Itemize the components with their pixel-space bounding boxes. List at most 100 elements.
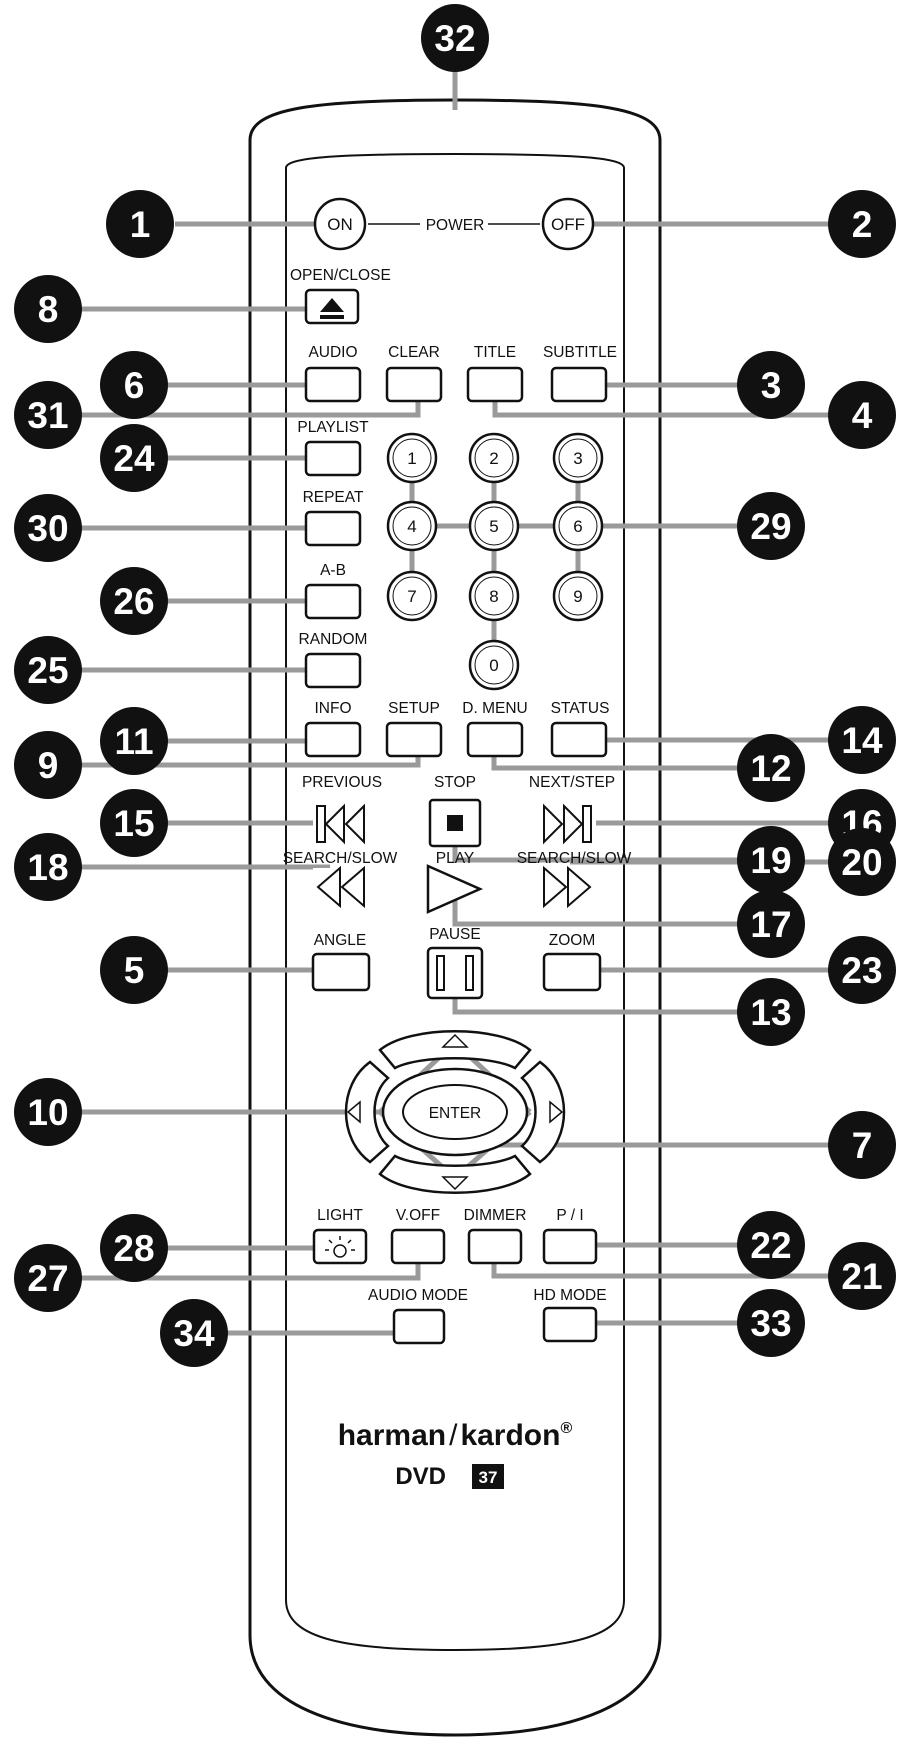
nav-right-button[interactable] xyxy=(520,1060,566,1164)
digit-9-label: 9 xyxy=(573,587,582,606)
status-label: STATUS xyxy=(551,700,610,717)
digit-3-label: 3 xyxy=(573,449,582,468)
open-close-button[interactable] xyxy=(304,288,360,325)
nav-left-button[interactable] xyxy=(344,1060,390,1164)
arrow-left-icon xyxy=(346,1100,361,1124)
svg-text:27: 27 xyxy=(27,1258,68,1299)
angle-label: ANGLE xyxy=(314,932,367,949)
info-button[interactable] xyxy=(304,721,362,758)
audio-mode-button[interactable] xyxy=(392,1308,446,1345)
digit-5-button[interactable]: 5 xyxy=(468,500,520,552)
fast-forward-icon xyxy=(543,865,568,909)
power-row: POWER ON OFF xyxy=(313,197,595,251)
callout-32: 32 xyxy=(421,4,489,72)
digit-4-label: 4 xyxy=(407,517,416,536)
svg-text:31: 31 xyxy=(27,395,68,436)
p-i-label: P / I xyxy=(556,1207,583,1224)
on-button-label: ON xyxy=(327,215,353,234)
next-step-button[interactable] xyxy=(540,803,596,845)
callout-22: 22 xyxy=(737,1211,805,1279)
callout-13: 13 xyxy=(737,978,805,1046)
play-icon xyxy=(426,864,484,914)
a-b-button[interactable] xyxy=(304,583,362,620)
callout-23: 23 xyxy=(828,936,896,1004)
svg-text:29: 29 xyxy=(750,506,791,547)
digit-1-button[interactable]: 1 xyxy=(386,432,438,484)
audio-mode-label: AUDIO MODE xyxy=(368,1287,468,1304)
repeat-button[interactable] xyxy=(304,510,362,547)
setup-button[interactable] xyxy=(385,721,443,758)
previous-button[interactable] xyxy=(313,803,369,845)
enter-label: ENTER xyxy=(429,1105,482,1122)
p-i-button[interactable] xyxy=(542,1228,598,1265)
status-button[interactable] xyxy=(550,721,608,758)
on-button[interactable]: ON xyxy=(313,197,367,251)
off-button[interactable]: OFF xyxy=(541,197,595,251)
callout-9: 9 xyxy=(14,731,82,799)
off-button-label: OFF xyxy=(551,215,585,234)
svg-text:30: 30 xyxy=(27,508,68,549)
nav-up-button[interactable] xyxy=(378,1030,532,1070)
random-button[interactable] xyxy=(304,652,362,689)
digit-3-button[interactable]: 3 xyxy=(552,432,604,484)
svg-text:32: 32 xyxy=(434,18,475,59)
callout-4: 4 xyxy=(828,381,896,449)
title-button[interactable] xyxy=(466,366,524,403)
search-slow-rev-button[interactable] xyxy=(313,865,369,909)
clear-button[interactable] xyxy=(385,366,443,403)
zoom-label: ZOOM xyxy=(549,932,596,949)
stop-button[interactable] xyxy=(428,798,482,848)
subtitle-button[interactable] xyxy=(550,366,608,403)
svg-text:28: 28 xyxy=(113,1228,154,1269)
hd-mode-button[interactable] xyxy=(542,1306,598,1343)
svg-text:26: 26 xyxy=(113,581,154,622)
enter-button[interactable]: ENTER xyxy=(381,1067,529,1157)
model-number: 37 xyxy=(479,1468,498,1487)
digit-7-button[interactable]: 7 xyxy=(386,570,438,622)
model-number-badge xyxy=(472,1464,504,1489)
callout-33: 33 xyxy=(737,1289,805,1357)
callout-18: 18 xyxy=(14,833,82,901)
digit-0-button[interactable]: 0 xyxy=(468,639,520,691)
play-button[interactable] xyxy=(426,864,484,914)
pause-button[interactable] xyxy=(426,946,484,1000)
callout-10: 10 xyxy=(14,1078,82,1146)
search-slow-rev-label: SEARCH/SLOW xyxy=(283,850,398,867)
callout-30: 30 xyxy=(14,494,82,562)
callout-34: 34 xyxy=(160,1299,228,1367)
hd-mode-label: HD MODE xyxy=(533,1287,606,1304)
digit-8-button[interactable]: 8 xyxy=(468,570,520,622)
callout-14: 14 xyxy=(828,706,896,774)
brand-wordmark: harman/kardon® xyxy=(338,1419,573,1452)
light-label: LIGHT xyxy=(317,1207,363,1224)
callout-27: 27 xyxy=(14,1244,82,1312)
next-step-label: NEXT/STEP xyxy=(529,774,615,791)
digit-2-button[interactable]: 2 xyxy=(468,432,520,484)
digit-6-button[interactable]: 6 xyxy=(552,500,604,552)
dimmer-label: DIMMER xyxy=(464,1207,527,1224)
title-label: TITLE xyxy=(474,344,516,361)
search-slow-fwd-button[interactable] xyxy=(540,865,596,909)
svg-text:6: 6 xyxy=(124,365,145,406)
repeat-label: REPEAT xyxy=(303,489,364,506)
digit-6-label: 6 xyxy=(573,517,582,536)
callout-11: 11 xyxy=(100,707,168,775)
angle-button[interactable] xyxy=(311,952,371,992)
light-button[interactable] xyxy=(312,1228,368,1265)
digit-0-label: 0 xyxy=(489,656,498,675)
audio-button[interactable] xyxy=(304,366,362,403)
nav-down-button[interactable] xyxy=(378,1154,532,1194)
play-label: PLAY xyxy=(436,850,475,867)
v-off-button[interactable] xyxy=(390,1228,446,1265)
digit-9-button[interactable]: 9 xyxy=(552,570,604,622)
dimmer-button[interactable] xyxy=(467,1228,523,1265)
d-menu-button[interactable] xyxy=(466,721,524,758)
info-label: INFO xyxy=(314,700,351,717)
callout-8: 8 xyxy=(14,275,82,343)
digit-4-button[interactable]: 4 xyxy=(386,500,438,552)
callout-31: 31 xyxy=(14,381,82,449)
playlist-button[interactable] xyxy=(304,440,362,477)
stop-label: STOP xyxy=(434,774,476,791)
zoom-button[interactable] xyxy=(542,952,602,992)
callout-3: 3 xyxy=(737,351,805,419)
